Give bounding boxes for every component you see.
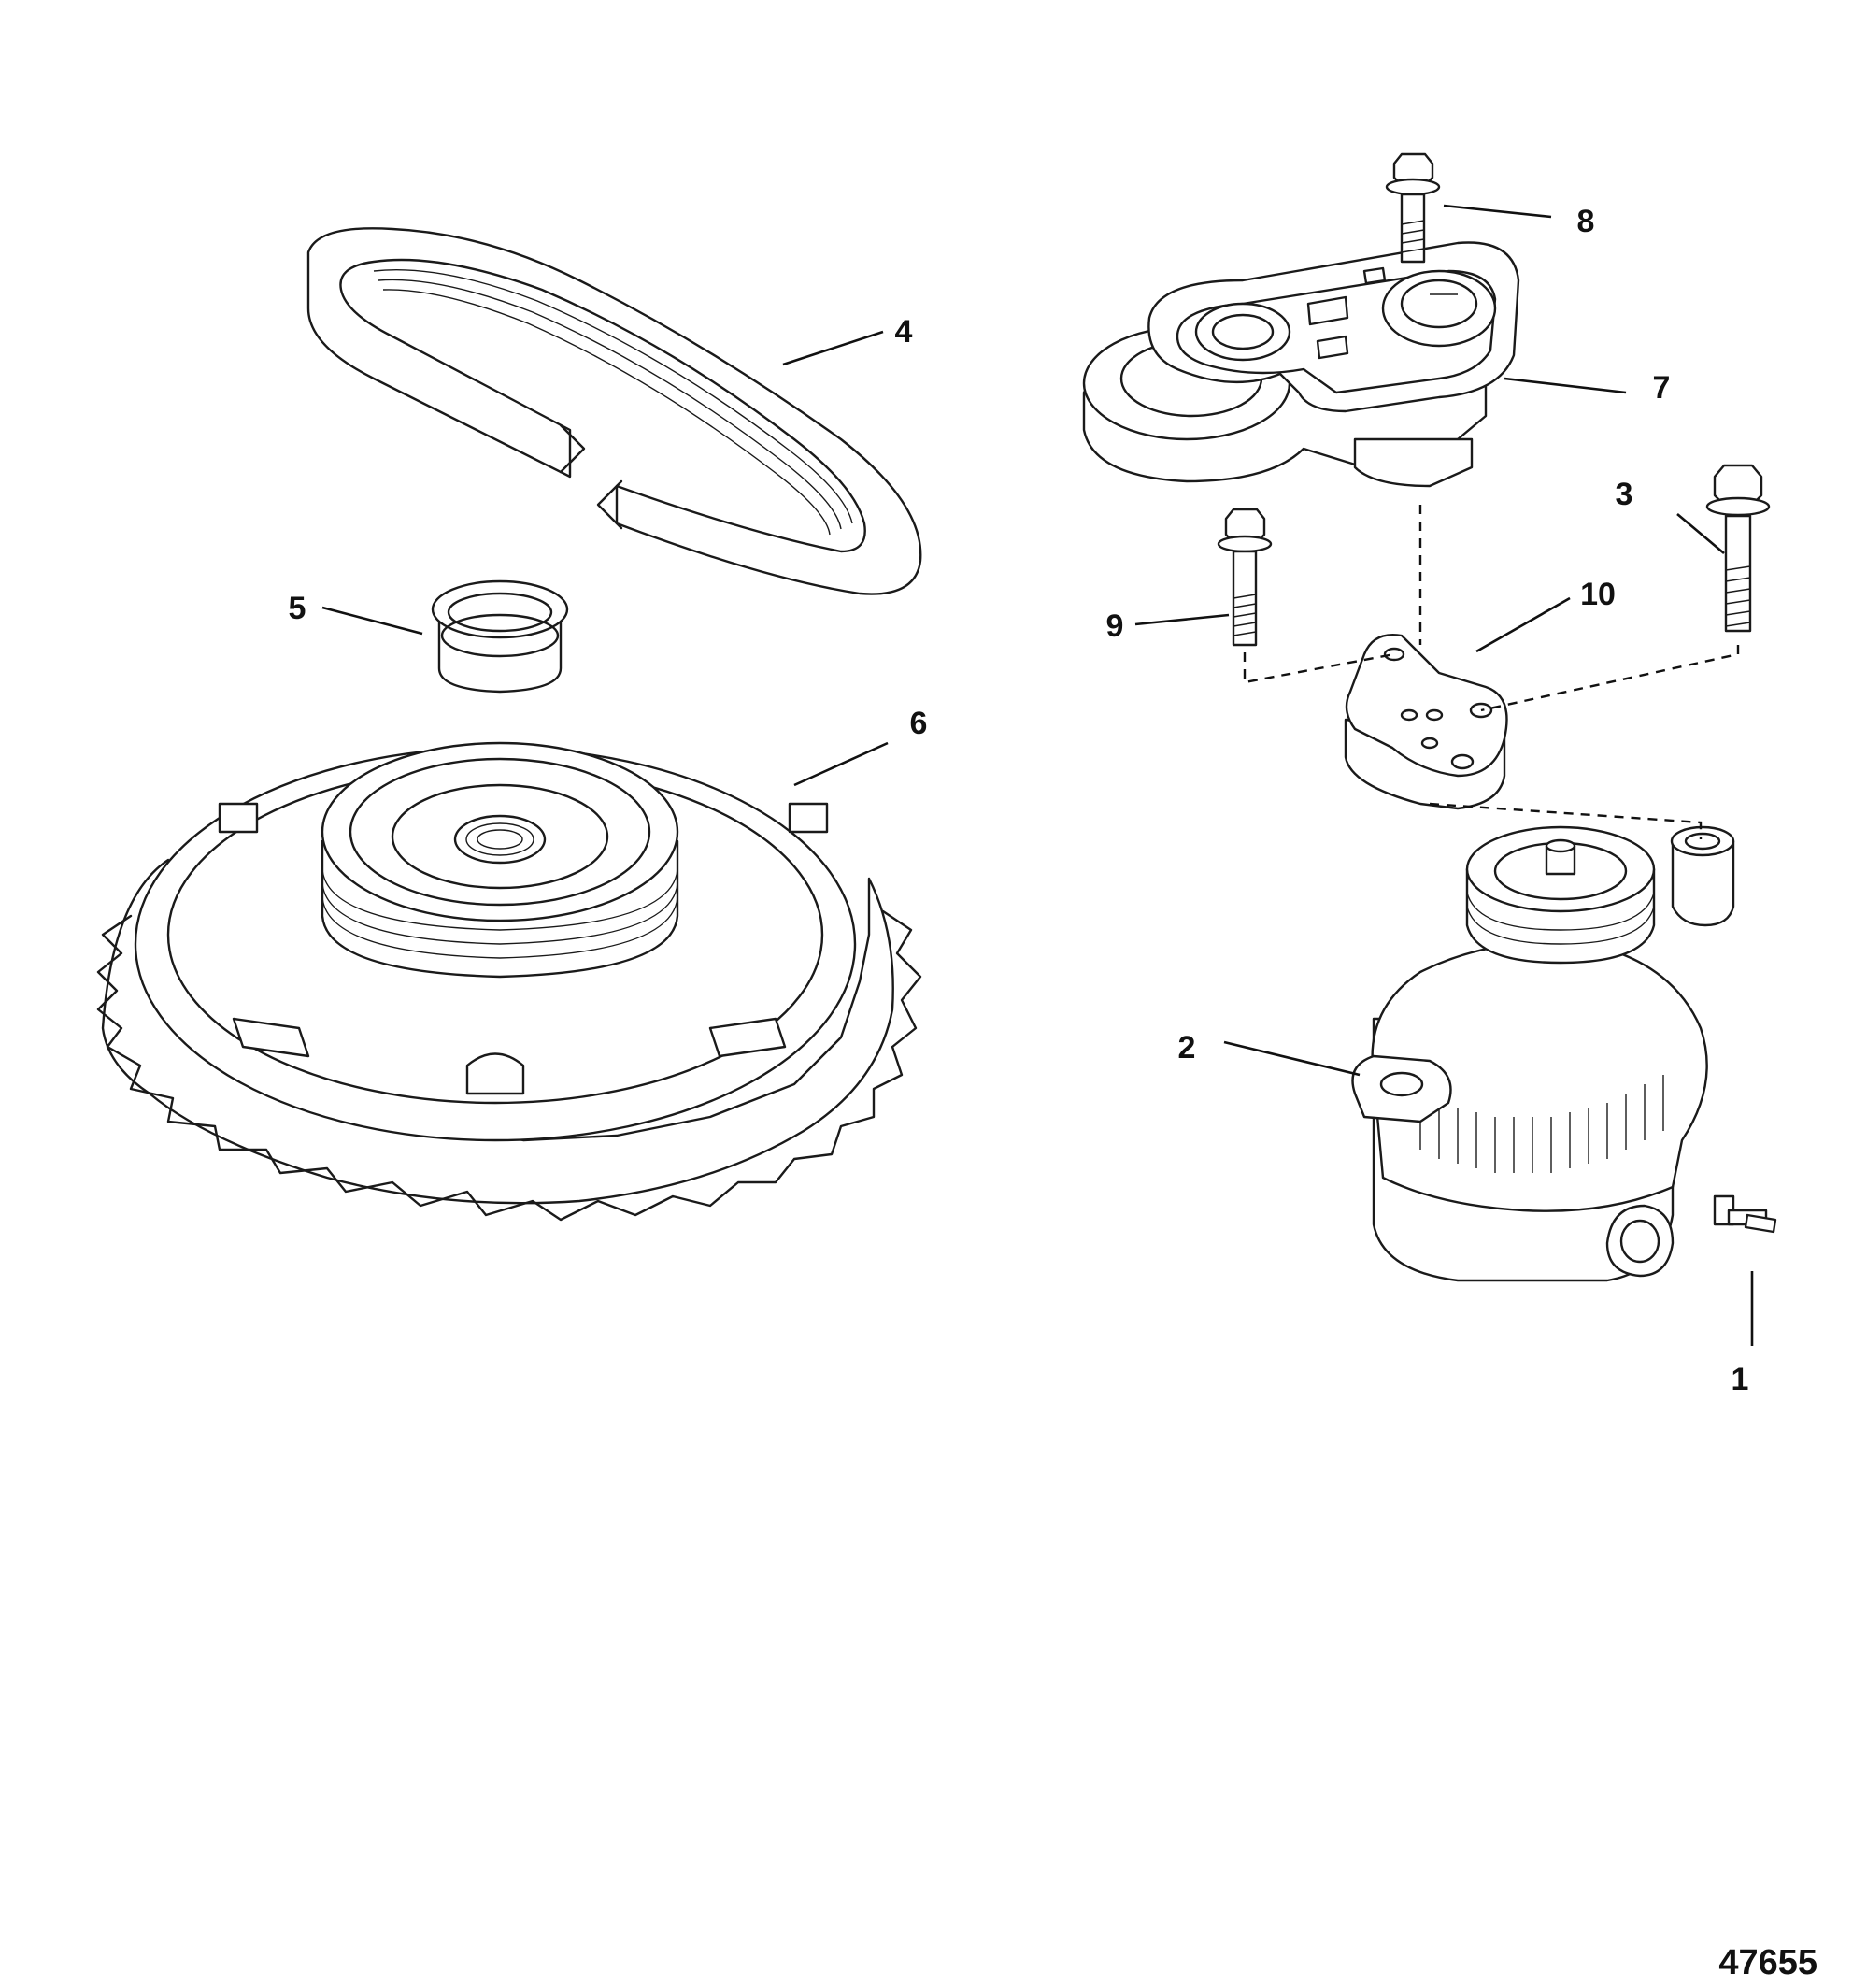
callout-8: 8: [1577, 204, 1595, 239]
leader-lines: [321, 204, 1754, 1346]
bushing: [431, 579, 569, 694]
belt-tensioner: [1082, 241, 1520, 488]
bolt-9: [1217, 508, 1273, 647]
callout-1: 1: [1732, 1362, 1749, 1397]
mounting-bracket: [1344, 634, 1508, 810]
flywheel-pulley: [96, 741, 922, 1222]
callout-4: 4: [895, 314, 913, 350]
callout-10: 10: [1580, 577, 1616, 612]
alignment-lines: [1243, 505, 1740, 839]
bolt-3: [1705, 464, 1771, 633]
callout-labels: 1 2 3 4 5 6 7 8 9 10: [289, 204, 1749, 1397]
callout-3: 3: [1616, 477, 1633, 512]
callout-6: 6: [910, 706, 928, 741]
callout-9: 9: [1106, 608, 1124, 644]
bolt-8: [1385, 152, 1441, 264]
serpentine-belt: [306, 227, 922, 595]
callout-5: 5: [289, 591, 306, 626]
alternator: [1351, 825, 1777, 1282]
callout-2: 2: [1178, 1030, 1196, 1066]
callout-7: 7: [1653, 370, 1671, 406]
figure-number: 47655: [1718, 1943, 1817, 1982]
